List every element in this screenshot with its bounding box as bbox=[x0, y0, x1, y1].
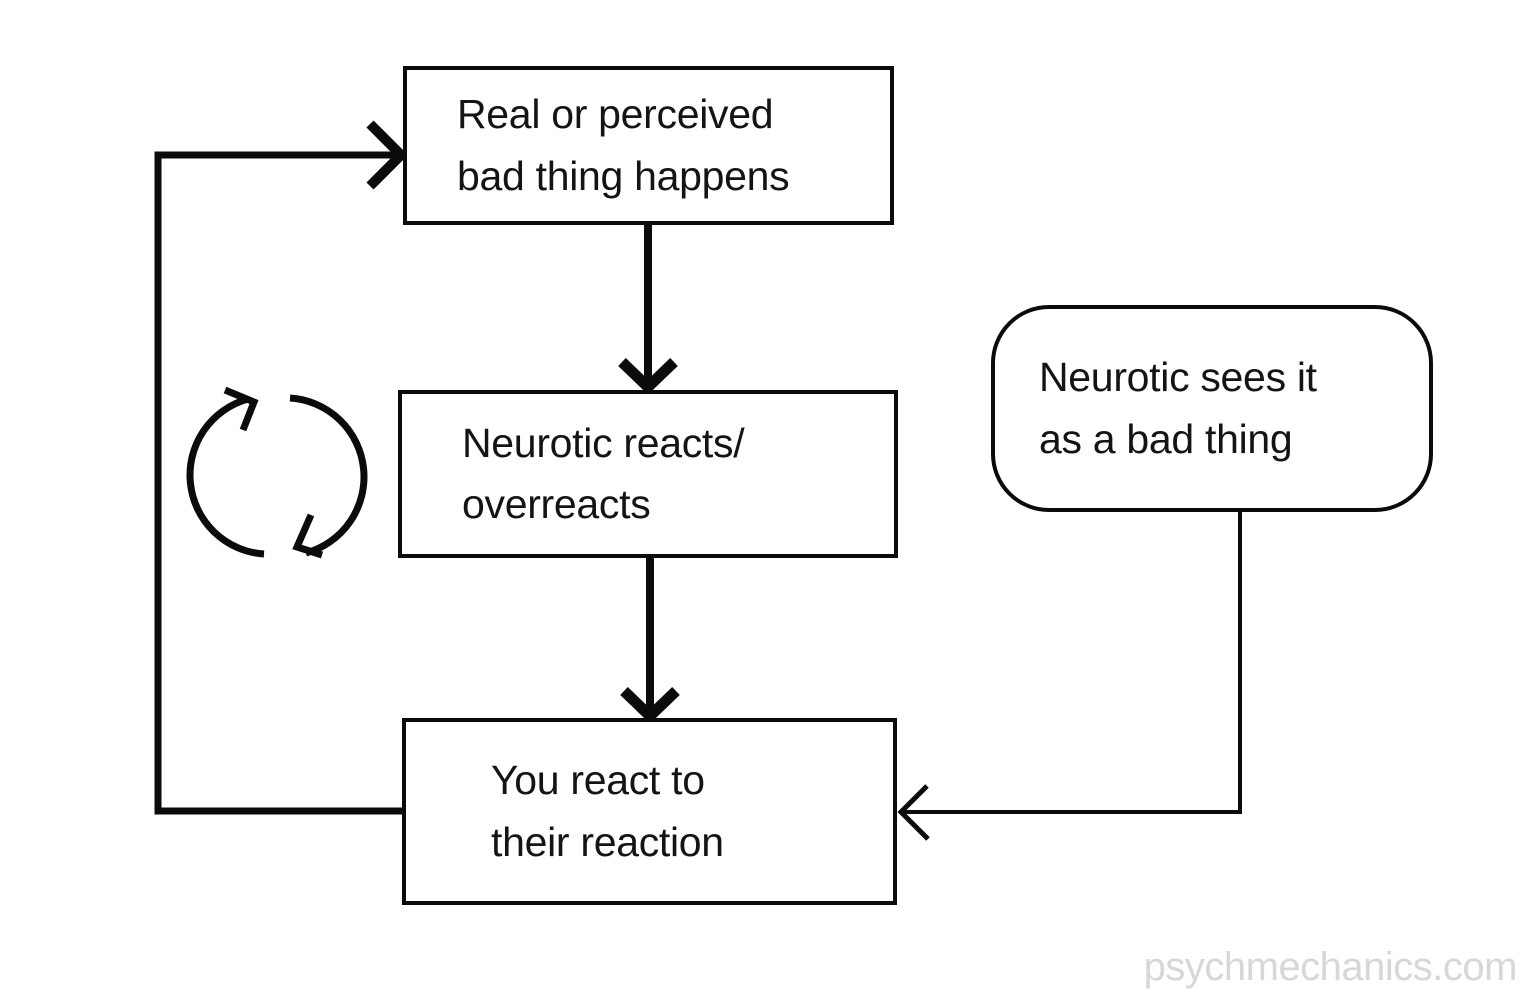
cycle-icon-left-arc bbox=[186, 395, 265, 558]
node-neurotic-reacts: Neurotic reacts/ overreacts bbox=[398, 390, 898, 558]
arrow-bottom-to-top-shaft bbox=[154, 151, 402, 815]
arrow-middle-to-bottom-head bbox=[620, 687, 680, 724]
connector-group bbox=[154, 120, 1242, 841]
watermark: psychmechanics.com bbox=[1143, 945, 1518, 989]
arrow-bubble-to-bottom-shaft bbox=[904, 512, 1242, 814]
arrow-bubble-to-bottom-head bbox=[897, 784, 930, 841]
node-neurotic-sees-bad-thing: Neurotic sees it as a bad thing bbox=[991, 305, 1433, 512]
arrow-top-to-middle-head bbox=[618, 358, 678, 395]
cycle-icon-right-arc bbox=[289, 394, 368, 557]
node-you-react: You react to their reaction bbox=[402, 718, 897, 905]
arrow-bottom-to-top-head bbox=[366, 120, 409, 190]
cycle-icon bbox=[186, 386, 368, 559]
cycle-icon-top-arrowhead bbox=[223, 386, 259, 432]
cycle-icon-bottom-arrowhead bbox=[292, 513, 324, 559]
node-bad-thing-happens: Real or perceived bad thing happens bbox=[403, 66, 894, 225]
